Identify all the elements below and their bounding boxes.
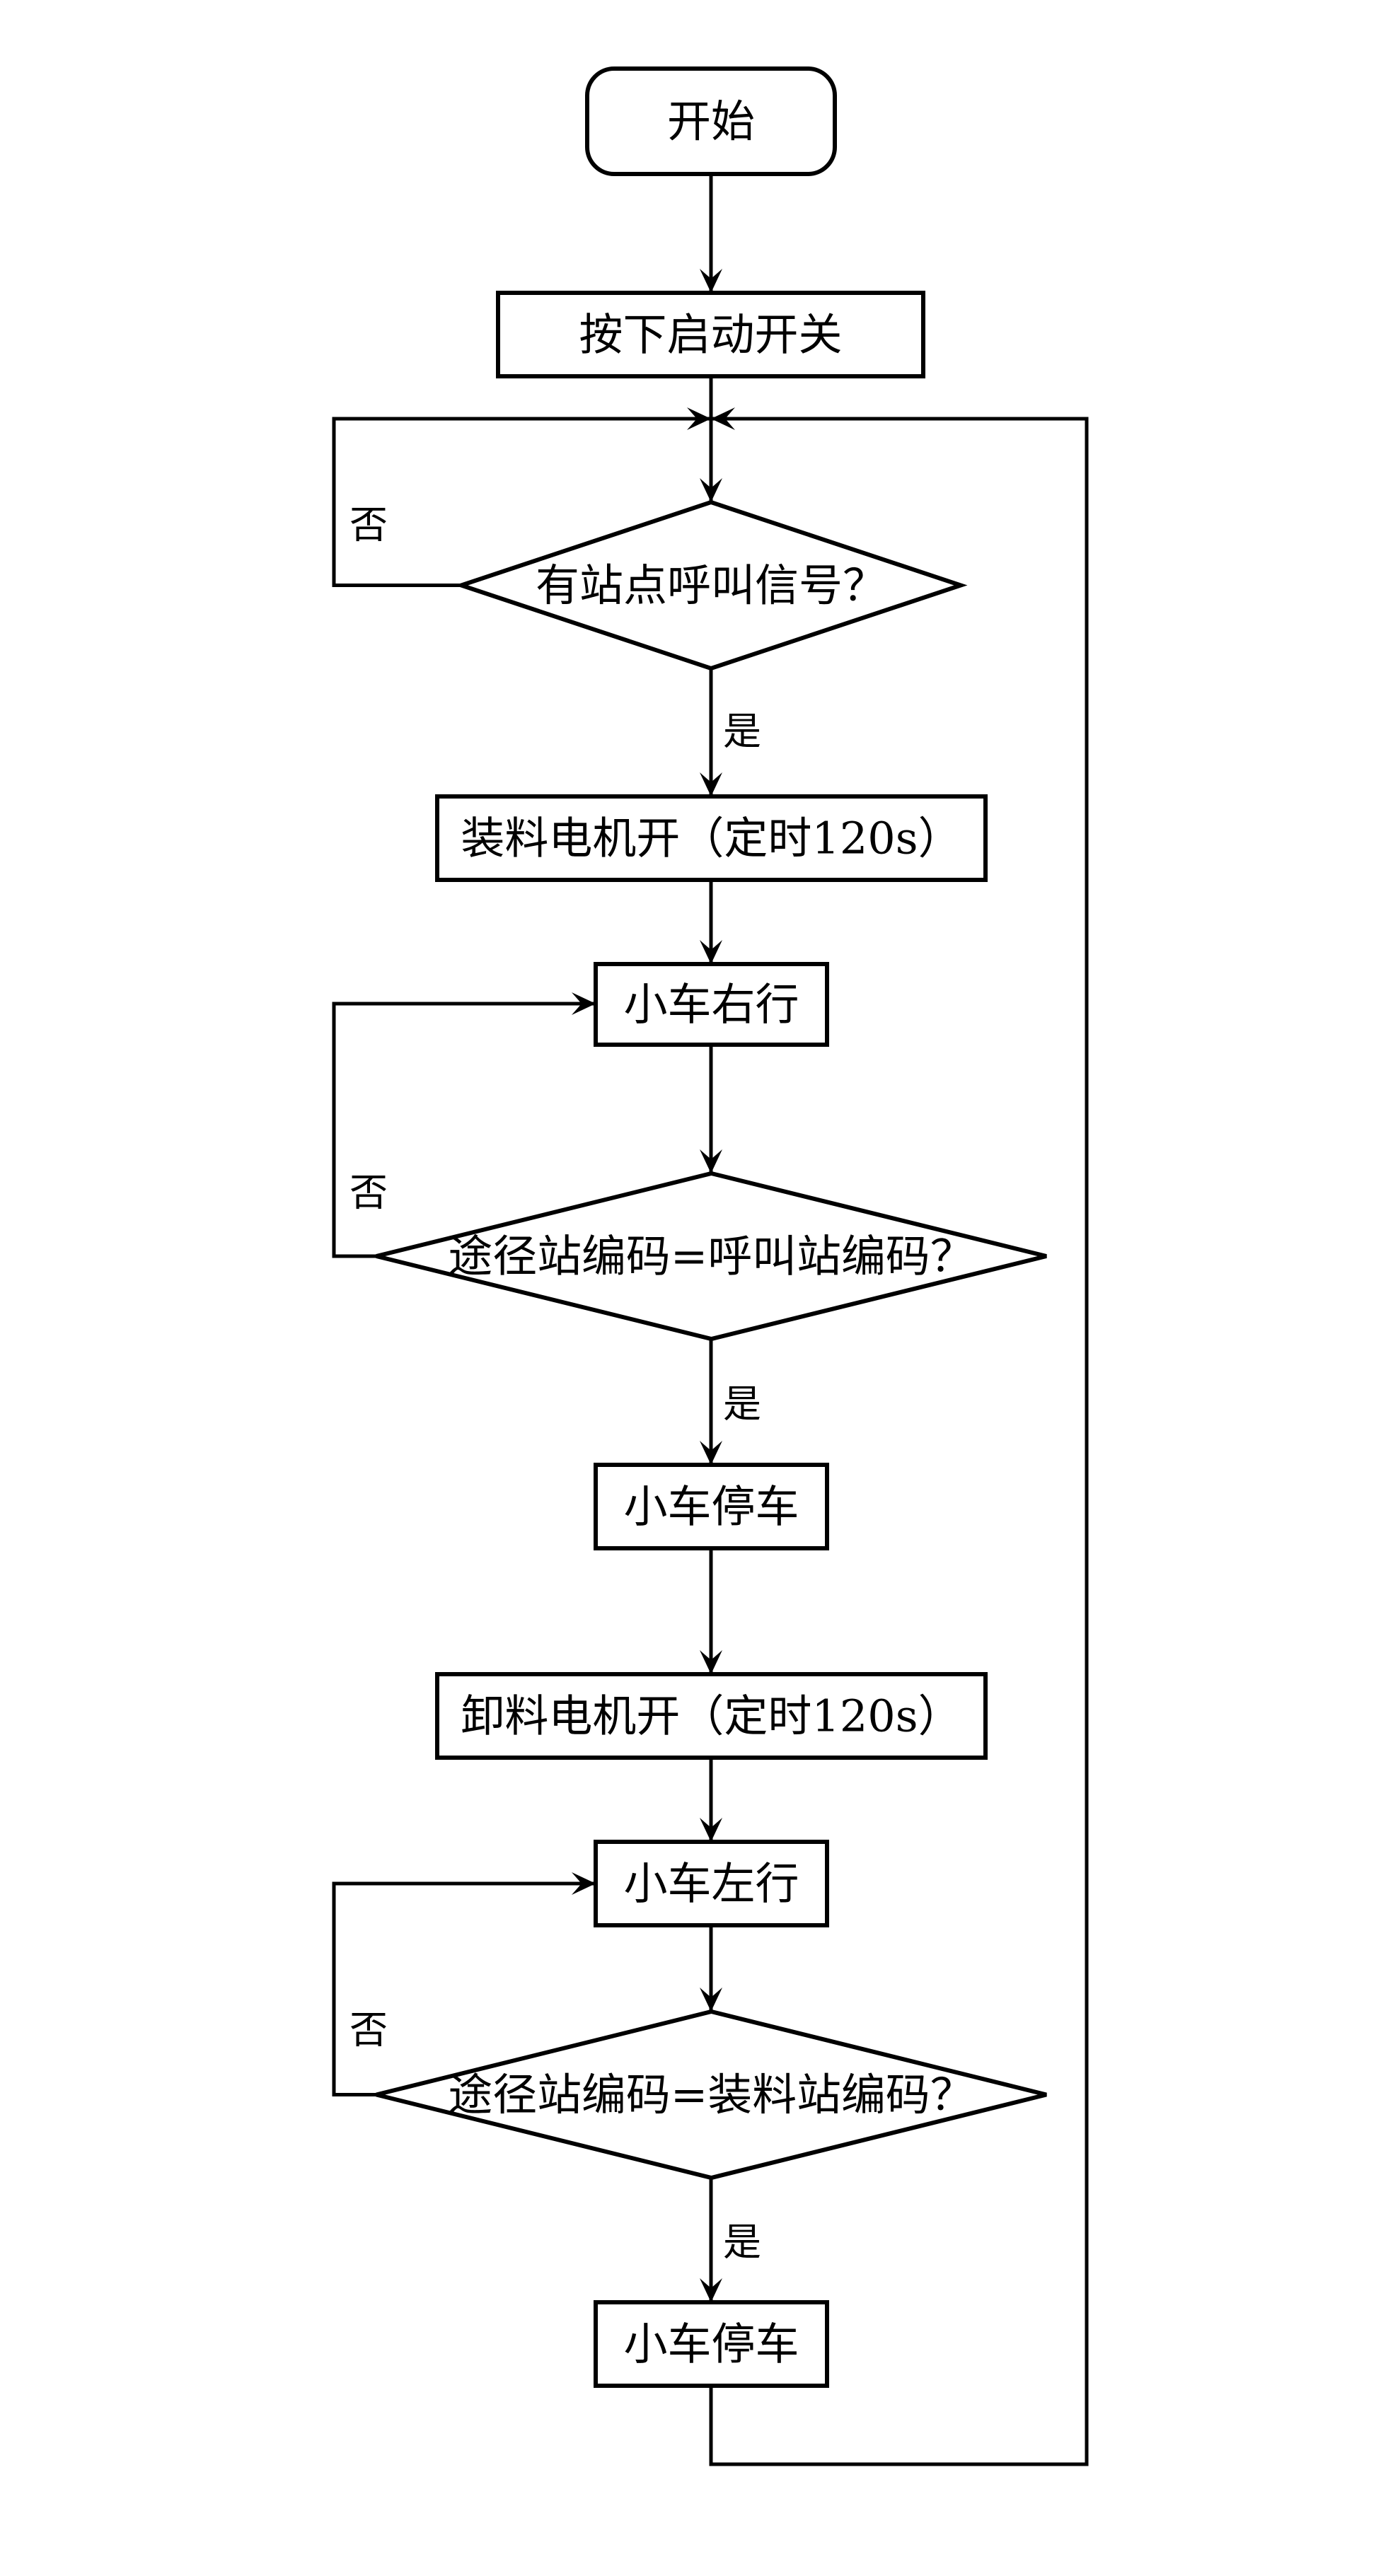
arrow-down-icon [700, 772, 722, 796]
node-label: 小车右行 [623, 979, 799, 1031]
terminal-shape [585, 66, 837, 176]
node-cart-stop-1: 小车停车 [594, 1463, 829, 1550]
node-label: 卸料电机开（定时120s） [461, 1690, 961, 1742]
node-station-call-decision: 有站点呼叫信号？ [454, 499, 968, 671]
yes-label: 是 [723, 2220, 761, 2265]
decision-diamond [376, 1171, 1047, 1342]
yes-label: 是 [723, 1382, 761, 1427]
node-press-start-switch: 按下启动开关 [496, 291, 925, 378]
node-label: 开始 [667, 95, 755, 147]
process-box [496, 291, 925, 378]
node-start: 开始 [585, 66, 837, 176]
process-box [594, 1840, 829, 1927]
arrow-down-icon [700, 269, 722, 293]
arrow-down-icon [700, 1149, 722, 1173]
node-cart-move-left: 小车左行 [594, 1840, 829, 1927]
arrow-down-icon [700, 1818, 722, 1842]
process-box [435, 794, 988, 882]
no-label: 否 [349, 503, 388, 547]
node-label: 途径站编码=装料站编码？ [449, 2069, 975, 2120]
arrow-down-icon [700, 1650, 722, 1674]
arrow-down-icon [700, 1988, 722, 2012]
node-label: 小车停车 [623, 1481, 799, 1533]
node-cart-stop-2: 小车停车 [594, 2300, 829, 2388]
edge-no-loop-1 [332, 417, 711, 587]
process-box [594, 2300, 829, 2388]
arrow-down-icon [700, 478, 722, 502]
node-label: 按下启动开关 [579, 309, 842, 361]
node-label: 小车左行 [623, 1858, 799, 1910]
no-label: 否 [349, 1171, 388, 1215]
process-box [435, 1672, 988, 1760]
arrow-left-icon [711, 407, 735, 430]
yes-label: 是 [723, 709, 761, 754]
node-unloading-motor-on: 卸料电机开（定时120s） [435, 1672, 988, 1760]
no-label: 否 [349, 2008, 388, 2053]
node-label: 装料电机开（定时120s） [461, 813, 961, 864]
node-label: 途径站编码=呼叫站编码？ [449, 1231, 975, 1282]
edge-no-loop-2 [332, 1002, 596, 1258]
edges-layer [332, 174, 1089, 2466]
node-loading-motor-on: 装料电机开（定时120s） [435, 794, 988, 882]
node-reach-loading-station-decision: 途径站编码=装料站编码？ [376, 2009, 1047, 2181]
node-reach-call-station-decision: 途径站编码=呼叫站编码？ [376, 1171, 1047, 1342]
edge-no-loop-3 [332, 1881, 596, 2096]
edge-return-loop [709, 417, 1089, 2466]
decision-diamond [376, 2009, 1047, 2181]
node-label: 有站点呼叫信号？ [536, 559, 886, 611]
arrow-right-icon [572, 992, 596, 1015]
arrow-right-icon [687, 407, 711, 430]
arrow-right-icon [572, 1872, 596, 1895]
node-label: 小车停车 [623, 2319, 799, 2370]
arrow-down-icon [700, 2278, 722, 2302]
node-cart-move-right: 小车右行 [594, 962, 829, 1047]
process-box [594, 1463, 829, 1550]
decision-diamond [454, 499, 968, 671]
arrow-down-icon [700, 940, 722, 964]
arrow-down-icon [700, 1441, 722, 1465]
process-box [594, 962, 829, 1047]
